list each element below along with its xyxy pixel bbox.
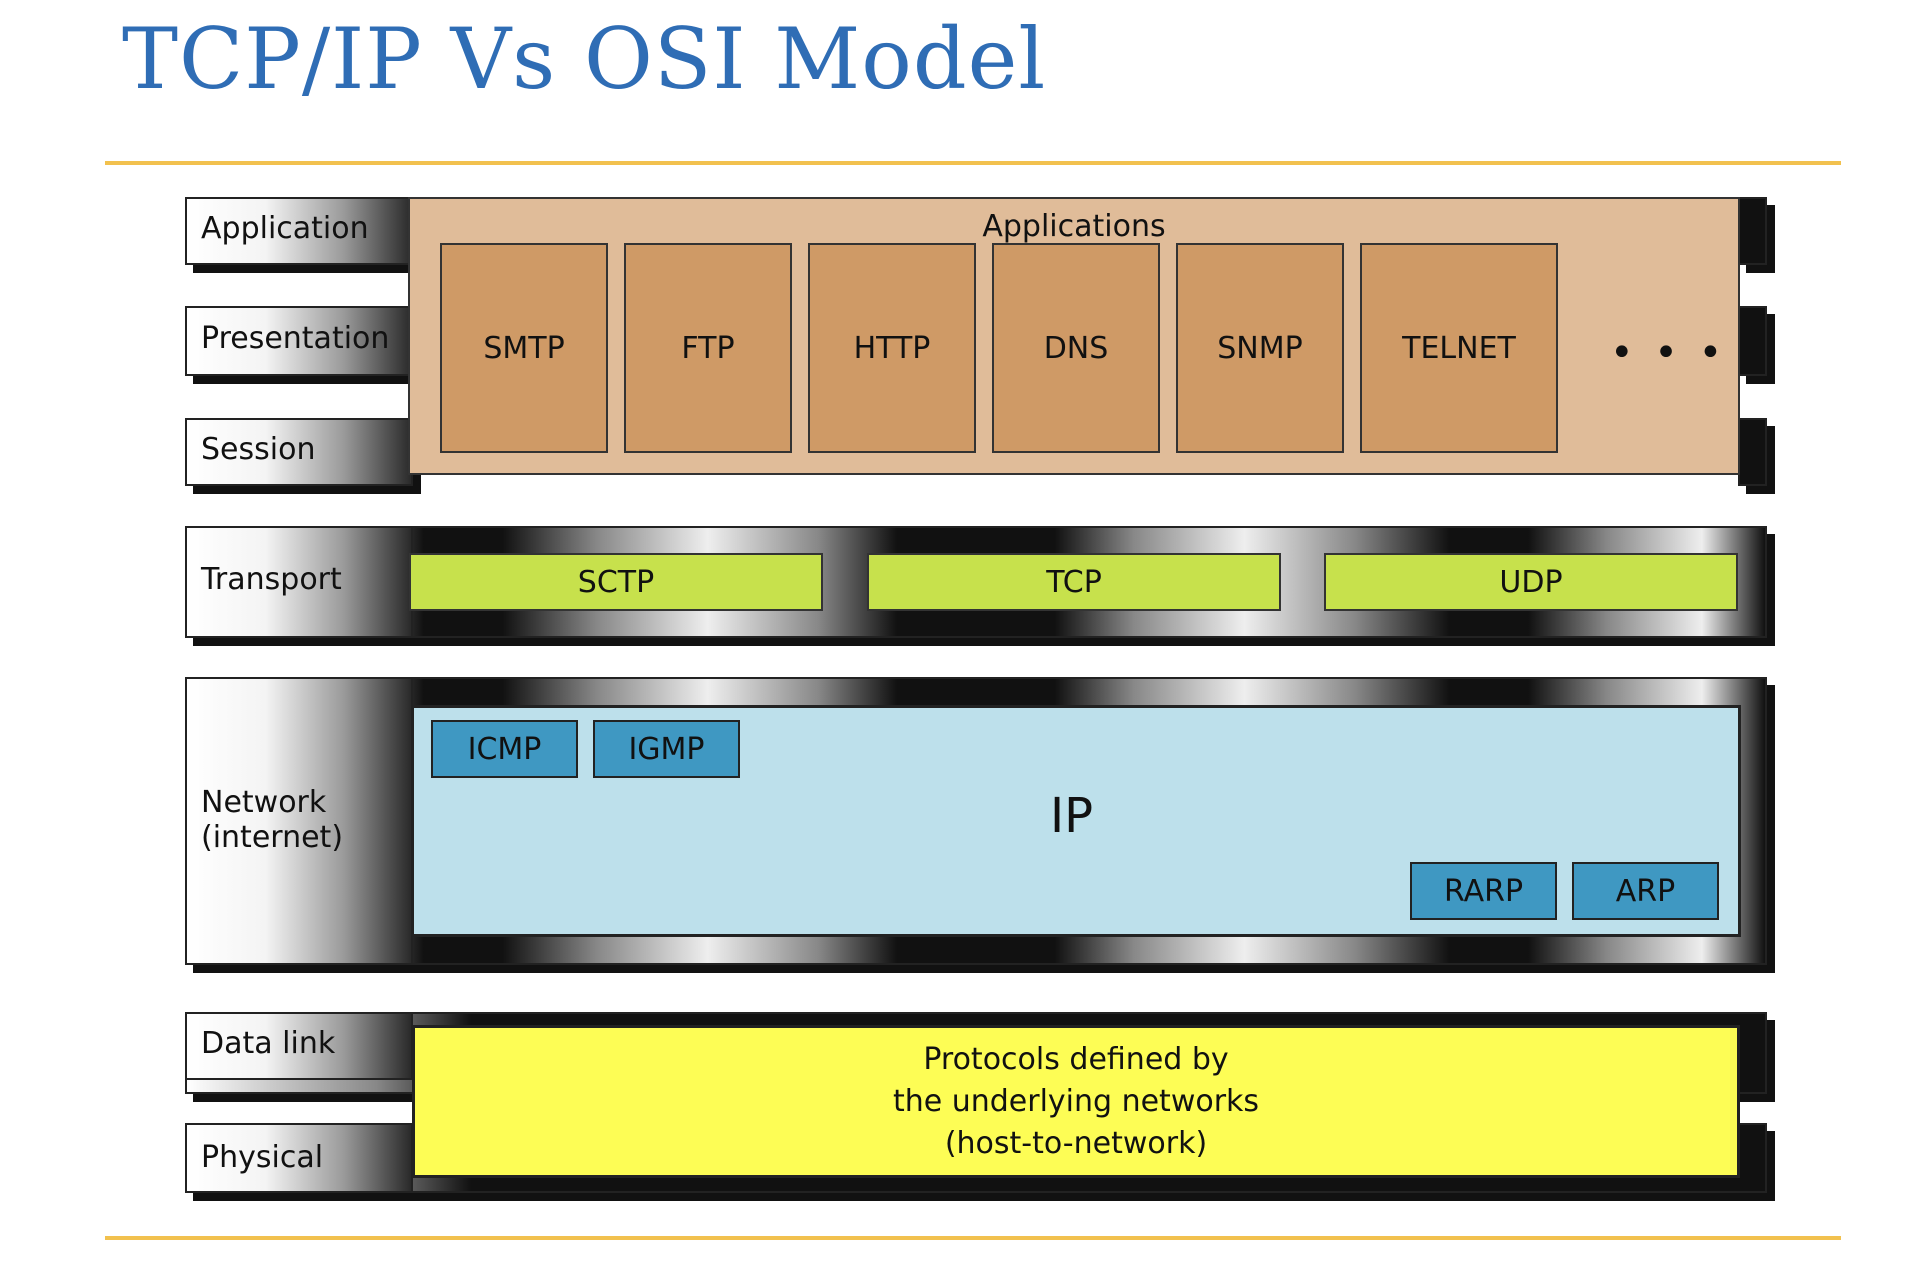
- host-to-network-line-2: the underlying networks: [892, 1083, 1260, 1119]
- protocol-smtp: SMTP: [440, 243, 608, 453]
- protocol-arp: ARP: [1572, 862, 1719, 920]
- protocol-icmp: ICMP: [431, 720, 578, 778]
- presentation-label-box: [185, 306, 413, 376]
- protocol-http: HTTP: [808, 243, 976, 453]
- session-right-edge: [1738, 418, 1767, 486]
- protocol-snmp: SNMP: [1176, 243, 1344, 453]
- data-link-label-box: [185, 1012, 413, 1080]
- host-to-network-area: Protocols defined by the underlying netw…: [412, 1025, 1740, 1178]
- host-to-network-line-1: Protocols defined by: [923, 1041, 1229, 1077]
- network-label-box: [185, 677, 413, 965]
- network-layer-sublabel: (internet): [201, 820, 344, 855]
- presentation-right-edge: [1738, 306, 1767, 376]
- data-link-layer-label: Data link: [201, 1026, 336, 1061]
- applications-heading: Applications: [982, 209, 1166, 244]
- presentation-layer-label: Presentation: [201, 321, 390, 356]
- application-layer-label: Application: [201, 211, 369, 246]
- transport-label-box: [185, 526, 413, 638]
- protocol-ip: IP: [1050, 788, 1094, 844]
- protocol-telnet: TELNET: [1360, 243, 1558, 453]
- protocol-rarp: RARP: [1410, 862, 1557, 920]
- protocol-udp: UDP: [1324, 553, 1738, 611]
- host-to-network-line-3: (host-to-network): [944, 1125, 1208, 1161]
- session-label-box: [185, 418, 413, 486]
- application-label-box: [185, 197, 413, 265]
- protocol-igmp: IGMP: [593, 720, 740, 778]
- application-right-edge: [1738, 197, 1767, 265]
- physical-label-box: [185, 1123, 413, 1193]
- protocol-tcp: TCP: [867, 553, 1281, 611]
- protocol-ftp: FTP: [624, 243, 792, 453]
- network-layer-label: Network: [201, 785, 327, 820]
- bottom-divider: [105, 1236, 1841, 1240]
- page-title: TCP/IP Vs OSI Model: [122, 10, 1047, 108]
- more-protocols-ellipsis: • • •: [1610, 330, 1727, 376]
- protocol-sctp: SCTP: [409, 553, 823, 611]
- session-layer-label: Session: [201, 432, 316, 467]
- protocol-dns: DNS: [992, 243, 1160, 453]
- physical-layer-label: Physical: [201, 1140, 324, 1175]
- transport-layer-label: Transport: [201, 562, 342, 597]
- top-divider: [105, 161, 1841, 165]
